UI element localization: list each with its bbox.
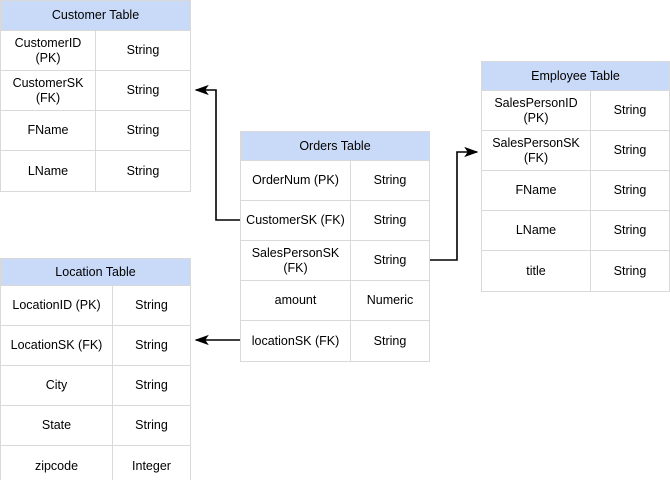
field-name-cell: CustomerSK (FK) <box>241 201 351 240</box>
table-row: LName String <box>1 151 190 191</box>
field-type-cell: String <box>126 43 160 58</box>
table-row: SalesPersonSK (FK) String <box>241 241 429 281</box>
field-name-cell: LName <box>482 211 591 250</box>
table-title-orders: Orders Table <box>241 132 429 161</box>
table-row: LocationSK (FK) String <box>1 326 190 366</box>
field-name-cell: amount <box>241 281 351 320</box>
table-row: CustomerID (PK) String <box>1 31 190 71</box>
field-name-cell: SalesPersonSK (FK) <box>482 131 591 170</box>
table-row: title String <box>482 251 669 291</box>
table-row: FName String <box>1 111 190 151</box>
relationship-connector-orders-customer <box>194 84 240 221</box>
field-name-cell: OrderNum (PK) <box>241 161 351 200</box>
table-row: State String <box>1 406 190 446</box>
field-type-cell: String <box>126 163 160 178</box>
table-title-location: Location Table <box>1 259 190 286</box>
field-name-cell: FName <box>482 171 591 210</box>
table-row: SalesPersonSK (FK) String <box>482 131 669 171</box>
field-type-cell: String <box>135 298 168 313</box>
field-type-cell: String <box>613 223 647 238</box>
field-type-cell: String <box>126 83 160 98</box>
field-type-cell: String <box>373 333 407 348</box>
field-name-cell: LName <box>1 151 96 191</box>
field-type-cell: String <box>613 183 647 198</box>
table-row: CustomerSK (FK) String <box>1 71 190 111</box>
field-type-cell: String <box>135 338 168 353</box>
field-type-cell: String <box>613 143 647 158</box>
field-type-cell: String <box>126 123 160 138</box>
field-name-cell: FName <box>1 111 96 150</box>
field-type-cell: Integer <box>132 458 171 473</box>
table-row: amount Numeric <box>241 281 429 321</box>
field-type-cell: String <box>613 263 647 278</box>
table-row: City String <box>1 366 190 406</box>
table-row: CustomerSK (FK) String <box>241 201 429 241</box>
table-title-customer: Customer Table <box>1 1 190 31</box>
field-name-cell: title <box>482 251 591 291</box>
table-row: SalesPersonID (PK) String <box>482 91 669 131</box>
field-type-cell: String <box>613 103 647 118</box>
field-type-cell: String <box>135 418 168 433</box>
field-name-cell: LocationSK (FK) <box>1 326 113 365</box>
table-row: OrderNum (PK) String <box>241 161 429 201</box>
table-row: LocationID (PK) String <box>1 286 190 326</box>
field-name-cell: CustomerID (PK) <box>1 31 96 70</box>
field-name-cell: LocationID (PK) <box>1 286 113 325</box>
field-name-cell: State <box>1 406 113 445</box>
field-type-cell: String <box>373 253 407 268</box>
field-name-cell: SalesPersonID (PK) <box>482 91 591 130</box>
field-type-cell: String <box>135 378 168 393</box>
field-name-cell: locationSK (FK) <box>241 321 351 361</box>
table-row: locationSK (FK) String <box>241 321 429 361</box>
field-type-cell: String <box>373 213 407 228</box>
field-name-cell: CustomerSK (FK) <box>1 71 96 110</box>
table-row: LName String <box>482 211 669 251</box>
field-type-cell: Numeric <box>366 293 414 308</box>
field-name-cell: SalesPersonSK (FK) <box>241 241 351 280</box>
relationship-connector-orders-employee <box>430 146 479 261</box>
table-row: zipcode Integer <box>1 446 190 480</box>
field-type-cell: String <box>373 173 407 188</box>
field-name-cell: City <box>1 366 113 405</box>
field-name-cell: zipcode <box>1 446 113 480</box>
table-title-employee: Employee Table <box>482 62 669 91</box>
table-row: FName String <box>482 171 669 211</box>
